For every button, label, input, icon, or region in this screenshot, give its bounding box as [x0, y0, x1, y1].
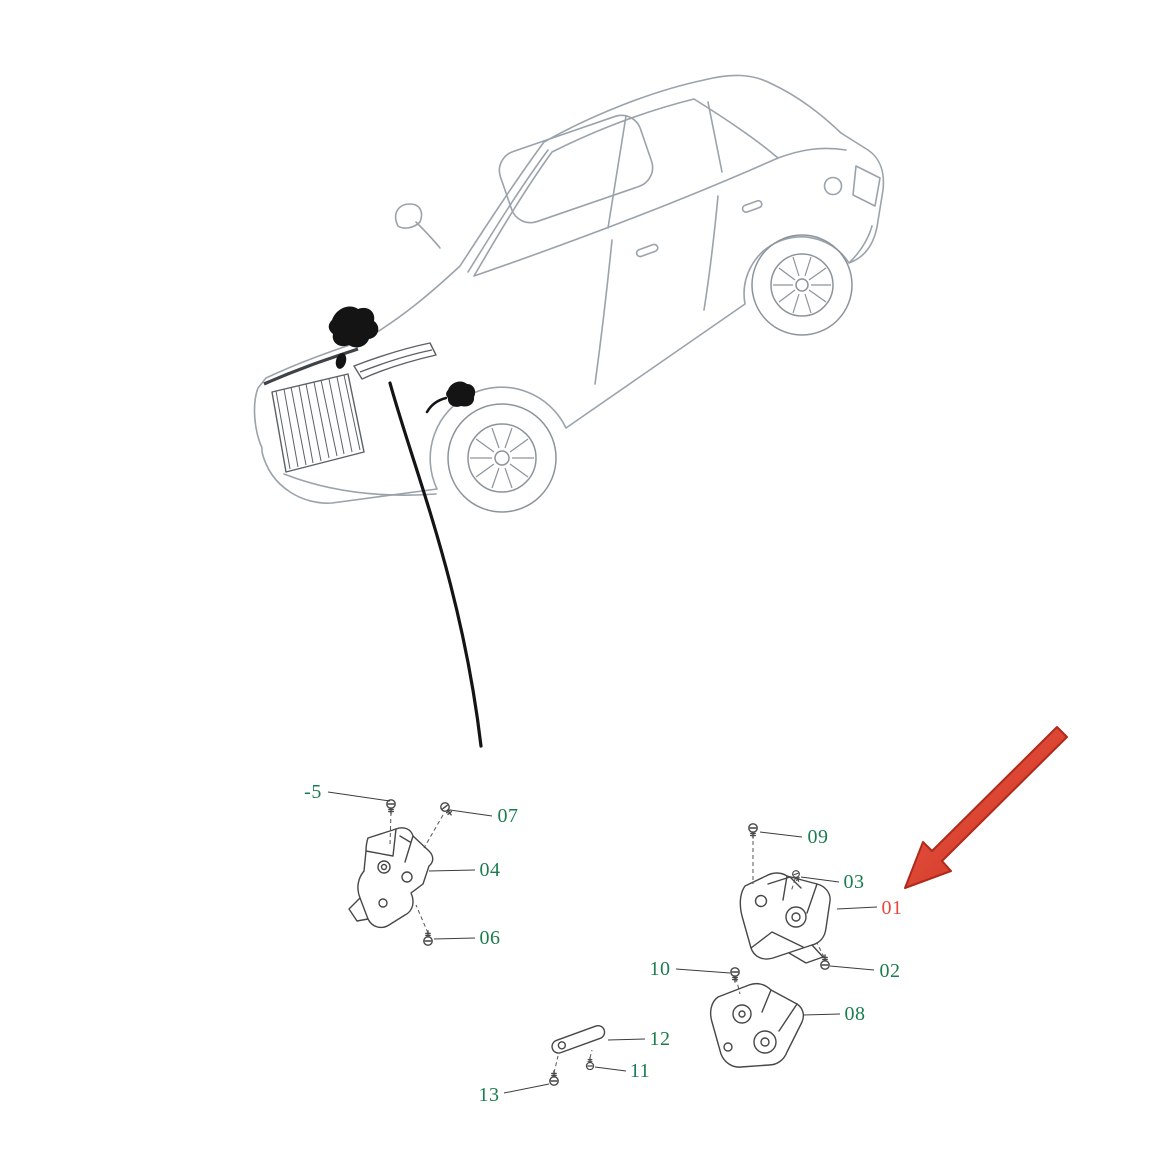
b-pillar [607, 115, 627, 229]
screw-5-icon [386, 799, 396, 815]
fuel-cap [823, 176, 843, 196]
highlight-arrow-icon [904, 726, 1068, 889]
label-leader-lines [327, 791, 878, 1094]
part-label--5: -5 [304, 781, 322, 803]
grille-outline [271, 373, 365, 473]
part-label-09: 09 [807, 826, 829, 848]
part-label-13: 13 [478, 1084, 500, 1106]
part-label-01: 01 [881, 897, 903, 919]
taillight [852, 165, 881, 207]
rear-beltline [777, 147, 847, 159]
part-label-03: 03 [843, 871, 865, 893]
assembly-axis-dashes [389, 811, 825, 1074]
front-wheel [447, 403, 557, 513]
mount-01-drawing [739, 872, 831, 964]
engine-blob-left [328, 306, 379, 348]
leader-curve [388, 381, 483, 748]
part-label-12: 12 [649, 1028, 671, 1050]
side-glass [473, 98, 779, 277]
car-front-fascia [263, 342, 437, 473]
front-wheel-spokes [470, 427, 534, 489]
part-label-10: 10 [649, 958, 671, 980]
part-label-07: 07 [497, 805, 519, 827]
grille-slats [275, 374, 361, 470]
front-bumper-line [283, 473, 437, 496]
part-label-08: 08 [844, 1003, 866, 1025]
sunroof [498, 114, 654, 224]
engine-blob-squiggle [425, 396, 448, 414]
screw-06-icon [423, 930, 433, 946]
engine-blob-small [335, 353, 347, 369]
screw-07-icon [438, 800, 456, 819]
rear-window-divider [707, 101, 723, 173]
part-label-11: 11 [629, 1060, 651, 1082]
front-door-handle [635, 243, 659, 258]
rear-door-seam [703, 195, 719, 311]
rear-door-handle [741, 199, 763, 213]
car-body-outline [253, 74, 885, 504]
strap-12-drawing [551, 1024, 606, 1054]
engine-blob-right [446, 381, 476, 407]
bracket-04-drawing [348, 827, 434, 929]
screw-13-icon [549, 1070, 559, 1086]
screw-10-icon [730, 967, 740, 983]
part-label-04: 04 [479, 859, 501, 881]
rear-wheel-spokes [773, 256, 831, 314]
side-mirror [394, 203, 441, 249]
rear-wheel [751, 234, 853, 336]
exploded-parts [348, 799, 831, 1086]
hood-lip [263, 347, 359, 386]
car-illustration [253, 74, 885, 504]
bracket-08-drawing [709, 982, 805, 1068]
part-label-06: 06 [479, 927, 501, 949]
headlight [353, 342, 437, 380]
screw-11-icon [585, 1056, 595, 1071]
front-door-seam [594, 239, 613, 385]
engine-mount-location-blobs [328, 306, 476, 414]
windshield-line [467, 149, 549, 273]
rear-bumper-line [849, 225, 873, 263]
part-label-02: 02 [879, 960, 901, 982]
